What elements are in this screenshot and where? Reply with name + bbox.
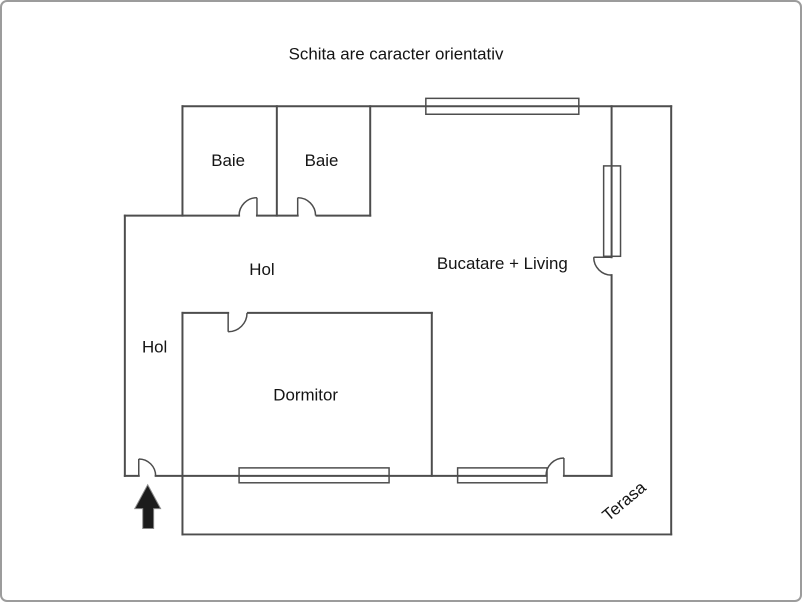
label-hol-lower: Hol bbox=[142, 338, 167, 357]
window-top bbox=[425, 97, 580, 115]
entrance-arrow-icon bbox=[133, 483, 162, 529]
window-right bbox=[602, 165, 622, 258]
doors bbox=[138, 196, 612, 476]
label-terasa: Terasa bbox=[599, 477, 650, 525]
label-hol-upper: Hol bbox=[249, 260, 274, 279]
label-baie-2: Baie bbox=[305, 151, 339, 170]
window-dormitor bbox=[238, 467, 390, 484]
wall-lines bbox=[123, 105, 673, 536]
room-labels: Baie Baie Hol Hol Bucatare + Living Dorm… bbox=[142, 151, 650, 525]
window-living bbox=[456, 467, 548, 484]
label-dormitor: Dormitor bbox=[273, 385, 338, 404]
door-dormitor bbox=[227, 312, 248, 333]
label-baie-1: Baie bbox=[211, 151, 245, 170]
windows bbox=[238, 97, 622, 484]
door-terasa-east bbox=[592, 256, 612, 276]
door-terasa-south bbox=[545, 457, 565, 476]
door-baie-2 bbox=[296, 196, 317, 216]
door-baie-1 bbox=[238, 196, 258, 216]
label-bucatare-living: Bucatare + Living bbox=[437, 254, 568, 273]
door-entrance bbox=[138, 458, 157, 476]
page-title: Schita are caracter orientativ bbox=[289, 45, 504, 64]
